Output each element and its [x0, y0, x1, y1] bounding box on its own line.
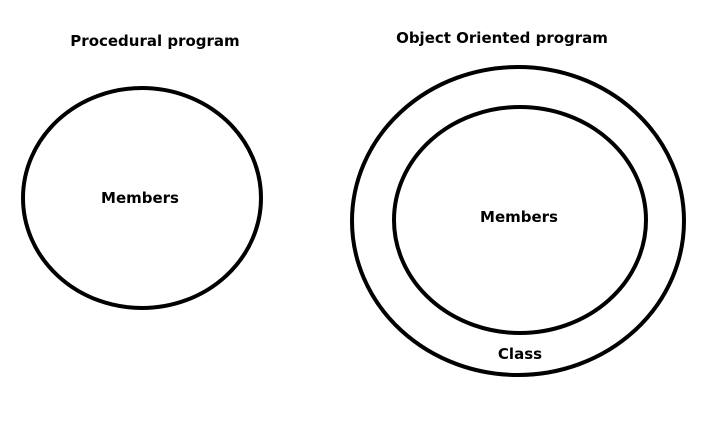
- object-oriented-group: Object Oriented program Members Class: [350, 29, 686, 377]
- oo-members-circle: [392, 105, 648, 335]
- class-outer-circle: [350, 65, 686, 377]
- object-oriented-title: Object Oriented program: [396, 29, 608, 47]
- procedural-group: Procedural program Members: [21, 32, 263, 310]
- class-label: Class: [498, 345, 542, 363]
- procedural-title: Procedural program: [70, 32, 239, 50]
- procedural-members-circle: [21, 86, 263, 310]
- procedural-members-label: Members: [101, 189, 179, 207]
- oo-members-label: Members: [480, 208, 558, 226]
